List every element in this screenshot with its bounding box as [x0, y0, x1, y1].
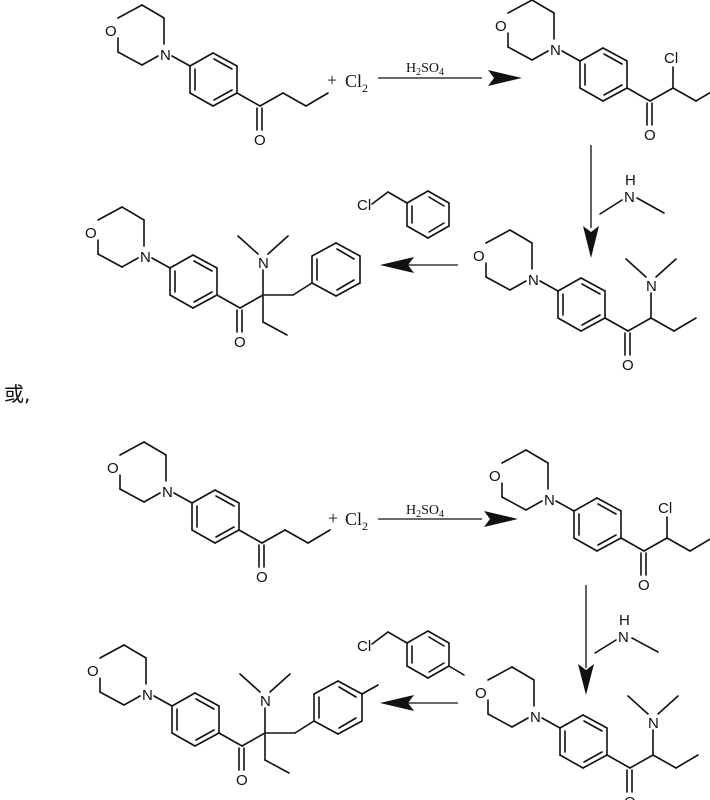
arrowhead-icon: [488, 70, 522, 86]
atom-chlorine: Cl: [664, 50, 678, 67]
plus-sign-2: +: [328, 508, 338, 528]
svg-text:N: N: [648, 715, 659, 732]
separator-or: 或,: [4, 382, 31, 406]
arrowhead-icon: [380, 257, 414, 273]
condition-h2so4-2: H2SO4: [406, 503, 444, 520]
intermediate-chloroketone: Cl: [494, 0, 710, 145]
arrowhead-icon: [380, 695, 414, 711]
reagent-dimethylamine: N H: [599, 172, 665, 215]
reaction-arrow-4: [378, 511, 518, 527]
arrowhead-icon: [484, 511, 518, 527]
svg-text:N: N: [258, 255, 269, 272]
intermediate-dimethylaminoketone-2: N: [474, 666, 699, 800]
product-benzyl-aminoketone: N: [84, 206, 361, 352]
svg-text:Cl: Cl: [357, 638, 371, 655]
arrowhead-icon: [578, 664, 594, 695]
reagent-methylbenzyl-chloride: Cl: [357, 630, 465, 679]
svg-text:N: N: [618, 629, 629, 646]
reagent-benzyl-chloride: Cl: [357, 197, 371, 214]
reaction-arrow-5: [578, 585, 594, 695]
plus-sign: +: [327, 70, 337, 90]
svg-text:N: N: [260, 693, 271, 710]
condition-h2so4: H2SO4: [406, 61, 444, 78]
svg-text:H: H: [625, 172, 636, 189]
product-methylbenzyl-aminoketone: N: [86, 644, 379, 790]
svg-text:N: N: [624, 189, 635, 206]
svg-text:H: H: [619, 612, 630, 629]
intermediate-chloroketone-2: Cl: [488, 449, 710, 595]
svg-text:Cl: Cl: [357, 197, 371, 214]
reactant-morpholinobutyrophenone-2: [106, 441, 331, 587]
reactant-morpholinobutyrophenone: [104, 4, 329, 150]
intermediate-dimethylaminoketone: N: [472, 229, 697, 375]
reaction-arrow-2: [583, 145, 599, 258]
atom-nitrogen: N: [646, 278, 657, 295]
reaction-arrow-6: [380, 695, 458, 711]
reaction-arrow-1: [378, 70, 522, 86]
reagent-chlorine: Cl2: [345, 71, 368, 95]
reagent-chlorine-2: Cl2: [345, 509, 368, 533]
arrowhead-icon: [583, 226, 599, 258]
svg-text:Cl: Cl: [658, 500, 672, 517]
reaction-arrow-3: [380, 257, 458, 273]
reagent-dimethylamine-2: N H: [594, 612, 659, 654]
